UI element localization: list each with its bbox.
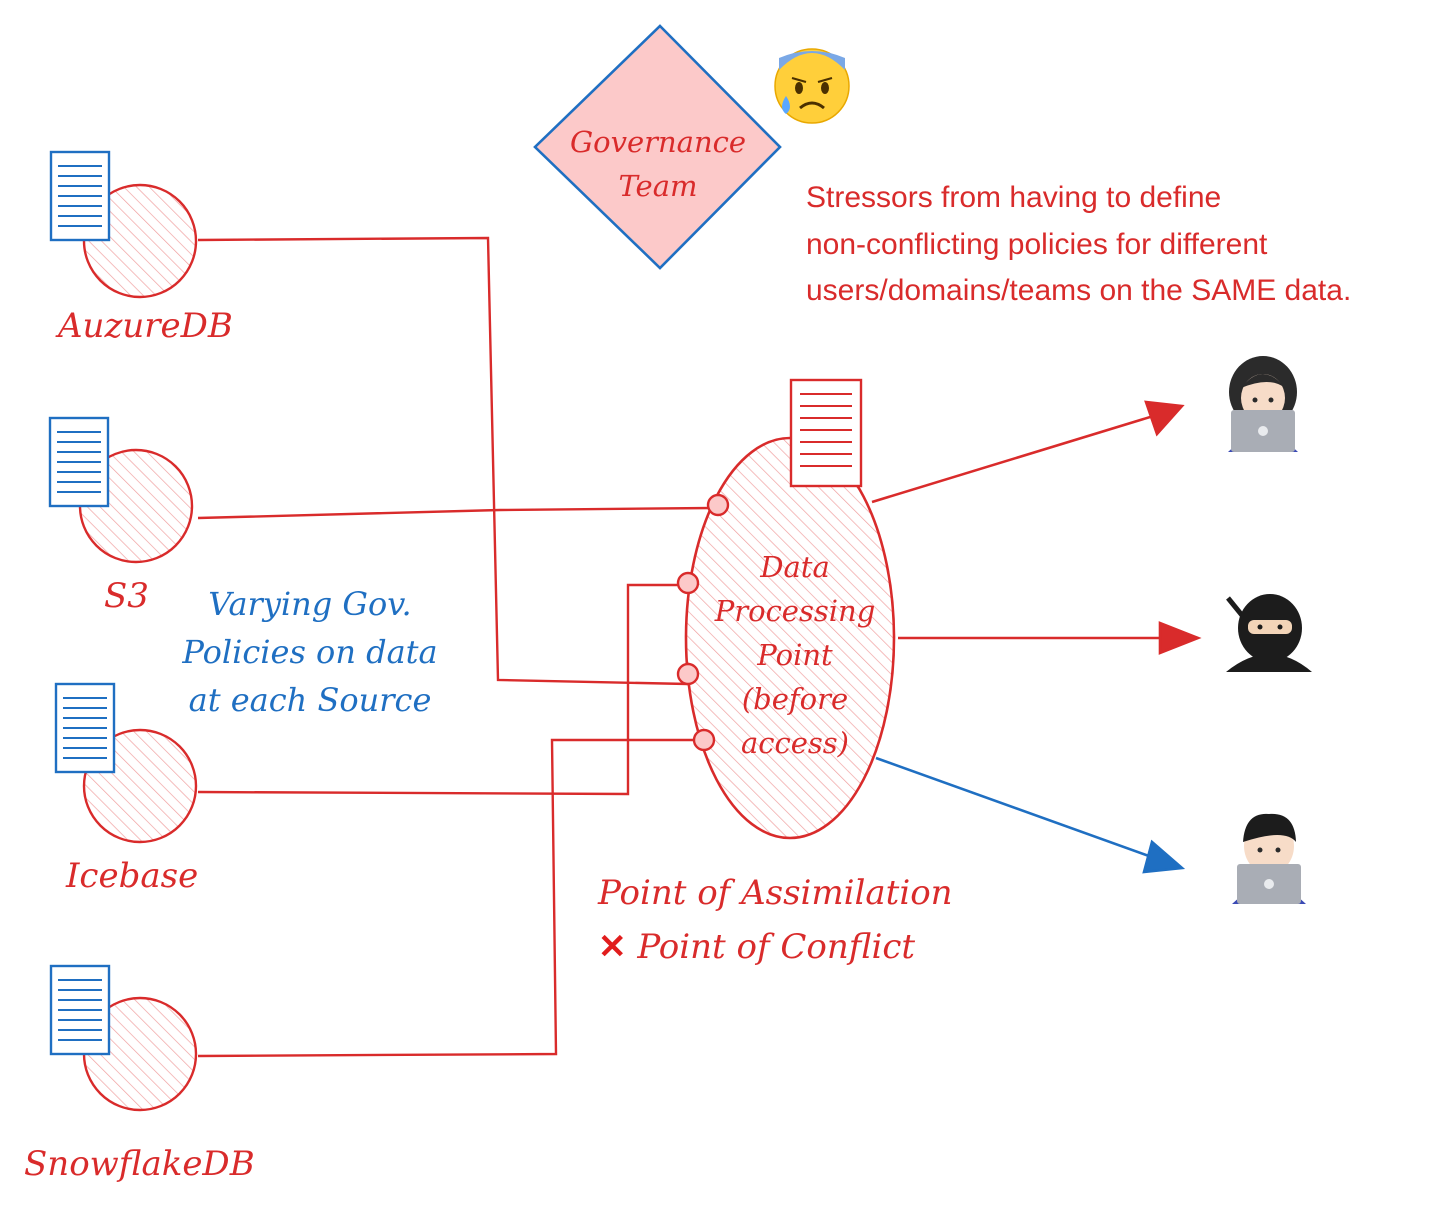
output-arrows (871, 400, 1202, 874)
connection-ports (676, 493, 730, 752)
processing-line4: (before (741, 682, 849, 716)
stressors-line3: users/domains/teams on the SAME data. (806, 274, 1352, 307)
man-technologist-icon (1232, 813, 1306, 904)
connector-s3 (197, 506, 713, 520)
processing-line1: Data (760, 550, 830, 584)
assimilation-line1: Point of Assimilation (598, 873, 953, 913)
source-label-snowflakedb: SnowflakeDB (24, 1144, 255, 1184)
connector-icebase (197, 583, 680, 796)
processing-document-icon (789, 378, 863, 488)
stressors-note: Stressors from having to define non-conf… (806, 175, 1351, 315)
connector-auzuredb (197, 236, 689, 686)
assimilation-line2: Point of Conflict (637, 927, 916, 967)
varying-line2: Policies on data (182, 633, 438, 671)
varying-line3: at each Source (188, 681, 432, 719)
source-label-s3: S3 (104, 576, 149, 616)
varying-line1: Varying Gov. (208, 585, 412, 623)
database-icon[interactable] (49, 150, 198, 299)
database-icon[interactable] (48, 416, 194, 564)
source-label-icebase: Icebase (66, 856, 199, 896)
governance-label: Governance Team (558, 120, 758, 208)
arrow-to-man-technologist (875, 756, 1161, 862)
assimilation-note: Point of Assimilation ✕ Point of Conflic… (598, 866, 953, 974)
source-icons (48, 150, 198, 1112)
processing-label: Data Processing Point (before access) (700, 545, 890, 765)
connector-lines (197, 236, 713, 1058)
port (692, 728, 716, 752)
varying-policies-note: Varying Gov. Policies on data at each So… (150, 580, 470, 724)
conflict-row: ✕ Point of Conflict (598, 920, 953, 974)
database-icon[interactable] (54, 682, 198, 844)
processing-line3: Point (757, 638, 833, 672)
port (676, 662, 700, 686)
arrowhead-ninja (1158, 621, 1202, 655)
woman-technologist-icon (1228, 356, 1298, 452)
ninja-icon (1226, 594, 1312, 672)
processing-line2: Processing (714, 594, 876, 628)
stressors-line1: Stressors from having to define (806, 181, 1222, 214)
anxious-sweat-face-icon (774, 48, 850, 124)
database-icon[interactable] (49, 964, 198, 1112)
cross-mark-icon: ✕ (598, 927, 627, 967)
port (706, 493, 730, 517)
port (676, 571, 700, 595)
arrowhead-woman-technologist (1144, 400, 1185, 437)
source-label-auzuredb: AuzureDB (58, 306, 233, 346)
arrow-to-woman-technologist (871, 412, 1161, 504)
governance-diamond[interactable] (533, 24, 782, 270)
governance-line2: Team (618, 169, 698, 203)
arrowhead-man-technologist (1142, 839, 1186, 874)
connector-snowflakedb (197, 738, 696, 1058)
processing-line5: access) (740, 726, 849, 760)
governance-line1: Governance (569, 125, 747, 159)
stressors-line2: non-conflicting policies for different (806, 227, 1268, 261)
